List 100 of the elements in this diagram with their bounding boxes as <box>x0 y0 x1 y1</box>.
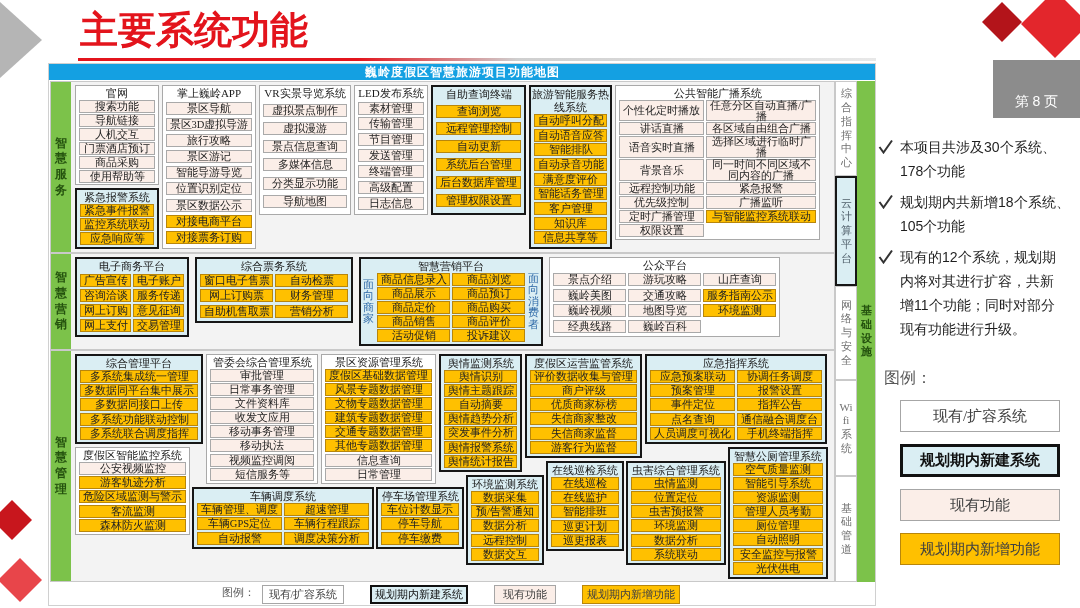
function-item: 移动事务管理 <box>210 425 314 439</box>
function-item: 应急响应等 <box>80 231 154 245</box>
function-item: 评价数据收集与管理 <box>530 369 637 383</box>
function-item: 数据分析 <box>631 533 721 547</box>
function-item: 电子账户 <box>133 273 184 287</box>
function-item: 商品定价 <box>377 300 450 314</box>
system-panel <box>75 188 159 249</box>
function-item: 巡更计划 <box>551 519 619 533</box>
function-item: 商品浏览 <box>452 272 525 286</box>
system-panel <box>439 354 522 472</box>
system-title: 停车场管理系统 <box>380 490 460 503</box>
legend-key: 规划期内新建系统 <box>900 444 1060 477</box>
function-item: 空气质量监测 <box>733 462 823 476</box>
system-title: 旅游智能服务热线系统 <box>531 88 610 114</box>
function-item: 数据交互 <box>471 547 539 561</box>
function-item: 景区数据公示 <box>166 198 252 212</box>
function-item: 查询浏览 <box>436 104 521 118</box>
function-item: 超速管理 <box>284 502 369 516</box>
function-item: 景点信息查询 <box>263 140 347 154</box>
function-item: 系统联动 <box>631 547 721 561</box>
system-panel <box>431 85 526 215</box>
system-panel <box>192 487 374 549</box>
function-item: 日常管理 <box>325 467 432 481</box>
function-item: 自动呼叫分配 <box>534 113 607 127</box>
bullet-text: 现有的12个系统，规划期内将对其进行扩容，共新增11个功能；同时对部分现有功能进行升级。 <box>900 248 1057 339</box>
system-panel <box>75 257 189 337</box>
legend-heading: 图例： <box>884 368 932 388</box>
function-item: 传输管理 <box>358 117 424 131</box>
function-item: 交通专题数据管理 <box>325 425 432 439</box>
legend-key: 现有/扩容系统 <box>262 585 344 604</box>
function-item: 营销分析 <box>275 304 348 318</box>
function-item: 投诉建议 <box>452 328 525 342</box>
function-item: 车辆管理、调度 <box>197 502 282 516</box>
side-label: 面向商家 <box>362 278 375 325</box>
function-item: 审批管理 <box>210 368 314 382</box>
function-item: 各区域自由组合广播 <box>706 122 816 136</box>
function-item: 失信商家整改 <box>530 412 637 426</box>
function-item: 任意分区自动直播/广播 <box>706 99 816 122</box>
legend-key: 规划期内新建系统 <box>370 585 468 604</box>
function-item: 满意度评价 <box>534 172 607 186</box>
section-panel <box>50 81 835 253</box>
category-cell: 云计算平台 <box>835 176 857 286</box>
function-item: 车位计数显示 <box>381 502 459 516</box>
system-title: LED发布系统 <box>357 87 425 100</box>
function-item: 虚拟漫游 <box>263 122 347 135</box>
function-item: 广播监听 <box>706 195 816 209</box>
function-item: 远程控制功能 <box>619 181 704 195</box>
function-item: 使用帮助等 <box>79 169 155 183</box>
function-item: 监控系统联动 <box>80 217 154 231</box>
function-item: 网上订购 <box>80 303 131 317</box>
function-item: 发送管理 <box>358 149 424 163</box>
function-item: 移动执法 <box>210 439 314 453</box>
function-item: 智能引导系统 <box>733 476 823 490</box>
category-cell: 网络与安全 <box>835 286 857 380</box>
function-item: 位置识别定位 <box>166 182 252 196</box>
system-title: 车辆调度系统 <box>249 490 317 503</box>
system-panel <box>376 487 464 549</box>
system-panel <box>626 461 726 565</box>
function-item: 景区3D虚拟导游 <box>166 117 252 131</box>
function-item: 客户管理 <box>534 201 607 215</box>
function-item: 智能导游导览 <box>166 166 252 180</box>
function-item: 巍岭视频 <box>553 304 626 318</box>
system-panel <box>728 447 828 579</box>
function-item: 个性化定时播放 <box>619 99 704 122</box>
function-item: 导航链接 <box>79 113 155 127</box>
function-item: 信息查询 <box>325 453 432 467</box>
function-item: 人机交互 <box>79 127 155 141</box>
function-item: 网上支付 <box>80 318 131 332</box>
function-item: 客流监测 <box>79 504 186 518</box>
function-item: 紧急事件报警 <box>80 203 154 217</box>
system-panel <box>259 85 351 215</box>
system-title: 电子商务平台 <box>98 260 166 273</box>
function-item: 虫情监测 <box>631 476 721 490</box>
system-title: 公众平台 <box>641 259 688 272</box>
function-item: 商品购买 <box>452 300 525 314</box>
bullet-text: 规划期内共新增18个系统、105个功能 <box>900 193 1071 236</box>
function-item: 多系统联合调度指挥 <box>80 426 198 440</box>
function-item: 安全监控与报警 <box>733 547 823 561</box>
system-panel <box>75 447 190 535</box>
legend-heading: 图例： <box>222 586 255 600</box>
function-map <box>48 63 876 606</box>
page-number: 第 8 页 <box>993 60 1080 118</box>
function-item: 巍岭百科 <box>628 319 701 333</box>
system-title: 度假区智能监控系统 <box>82 449 183 462</box>
system-title: 综合票务系统 <box>240 260 308 273</box>
system-title: 虫害综合管理系统 <box>631 464 721 477</box>
system-panel <box>354 85 428 215</box>
function-item: 高级配置 <box>358 181 424 195</box>
map-title-bar: 巍岭度假区智慧旅游项目功能地图 <box>49 64 875 80</box>
system-panel <box>359 257 543 346</box>
system-panel <box>466 475 544 565</box>
system-title: 紧急报警系统 <box>83 191 151 204</box>
function-item: 商品采购 <box>79 155 155 169</box>
bullet-text: 本项目共涉及30个系统、178个功能 <box>900 138 1057 181</box>
function-item: 信息共享等 <box>534 231 607 245</box>
system-panel <box>549 257 780 337</box>
function-item: 环境监测 <box>703 304 776 318</box>
function-item: 度假区基础数据管理 <box>325 368 432 382</box>
function-item: 窗口电子售票 <box>200 273 273 287</box>
function-item: 优先级控制 <box>619 195 704 209</box>
